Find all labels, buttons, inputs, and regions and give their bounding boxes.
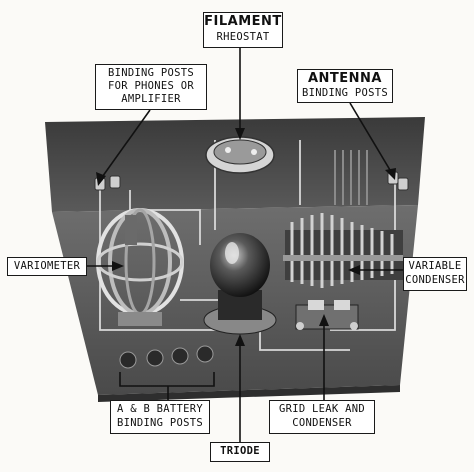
arrow-variometer (112, 261, 124, 271)
arrow-variable-condenser (348, 265, 360, 275)
label-variometer: VARIOMETER (7, 257, 87, 276)
label-grid-leak-condenser: GRID LEAK AND CONDENSER (269, 400, 375, 434)
label-triode: TRIODE (210, 442, 270, 462)
label-variometer-text: VARIOMETER (13, 260, 81, 272)
label-variable-condenser-line2: CONDENSER (405, 274, 465, 287)
label-variable-condenser-line1: VARIABLE (408, 260, 462, 272)
label-filament-rheostat-line1: FILAMENT (204, 14, 282, 29)
label-binding-posts-phones-line3: AMPLIFIER (121, 93, 181, 106)
label-battery-binding-posts-line2: BINDING POSTS (116, 417, 204, 430)
label-grid-leak-condenser-line1: GRID LEAK AND (278, 403, 366, 415)
label-battery-binding-posts: A & B BATTERY BINDING POSTS (110, 400, 210, 434)
label-antenna-binding-posts: ANTENNA BINDING POSTS (297, 69, 393, 103)
label-triode-text: TRIODE (220, 445, 260, 457)
label-binding-posts-phones-line1: BINDING POSTS (107, 67, 195, 79)
leader-phones (99, 109, 151, 181)
arrow-grid-leak (319, 314, 329, 326)
label-binding-posts-phones: BINDING POSTS FOR PHONES OR AMPLIFIER (95, 64, 207, 110)
arrow-phones (96, 172, 106, 186)
label-antenna-binding-posts-line1: ANTENNA (307, 71, 382, 86)
arrow-antenna (385, 168, 396, 180)
label-antenna-binding-posts-line2: BINDING POSTS (301, 86, 389, 99)
battery-binding-posts (119, 345, 214, 369)
label-filament-rheostat: FILAMENT RHEOSTAT (203, 12, 283, 48)
label-binding-posts-phones-line2: FOR PHONES OR (107, 80, 195, 93)
label-battery-binding-posts-line1: A & B BATTERY (116, 403, 204, 415)
variometer-coil (96, 208, 184, 326)
rheostat (205, 136, 275, 174)
variable-condenser (283, 150, 403, 288)
phone-binding-posts (94, 175, 121, 191)
label-grid-leak-condenser-line2: CONDENSER (292, 417, 352, 430)
triode-tube (203, 233, 277, 335)
label-filament-rheostat-line2: RHEOSTAT (216, 30, 270, 43)
arrow-triode (235, 334, 245, 346)
label-variable-condenser: VARIABLE CONDENSER (403, 257, 467, 291)
leader-battery-bracket (119, 372, 215, 400)
leader-antenna (349, 102, 394, 176)
arrow-rheostat (235, 128, 245, 140)
